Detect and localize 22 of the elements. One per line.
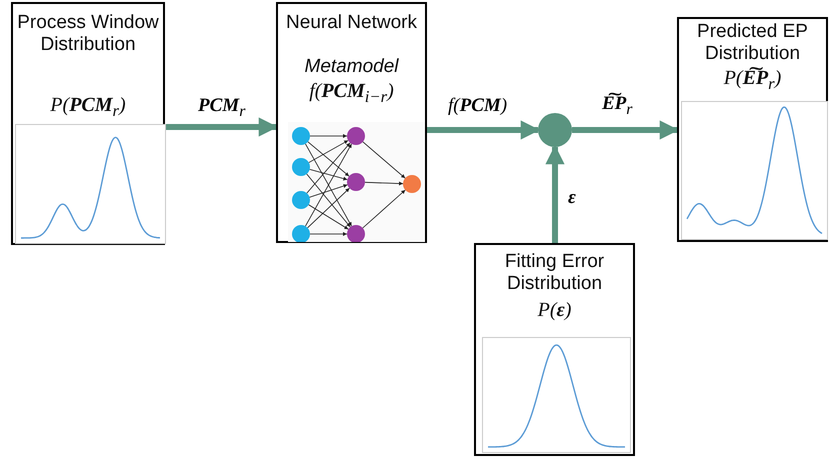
arrow: [427, 120, 540, 140]
node-title: Fitting Error Distribution: [504, 251, 606, 295]
formula-label: P(ε): [536, 299, 572, 321]
process-box: [11, 2, 165, 245]
process-box: [276, 2, 427, 243]
arrow: [165, 117, 278, 137]
node-title: Process Window Distribution: [16, 12, 160, 56]
node-title: Metamodel: [304, 56, 400, 78]
process-box: [474, 243, 635, 456]
process-box: [677, 17, 828, 242]
arrow: [572, 120, 679, 140]
formula-label: f(PCM$_{i−r}$): [308, 80, 395, 108]
edge-label: ε: [567, 188, 577, 208]
formula-label: P(PCM$_{r}$): [49, 94, 127, 122]
node-title: Neural Network: [285, 12, 418, 34]
sum-circle: [538, 113, 572, 147]
arrow: [545, 145, 565, 243]
node-title: Predicted EP Distribution: [696, 21, 809, 65]
edge-label: PCM$_{r}$: [197, 96, 246, 116]
edge-label: E͠P$_{r}$: [600, 94, 634, 114]
formula-label: P(E͠P$_{r}$): [722, 67, 782, 95]
edge-label: f(PCM): [447, 96, 508, 116]
